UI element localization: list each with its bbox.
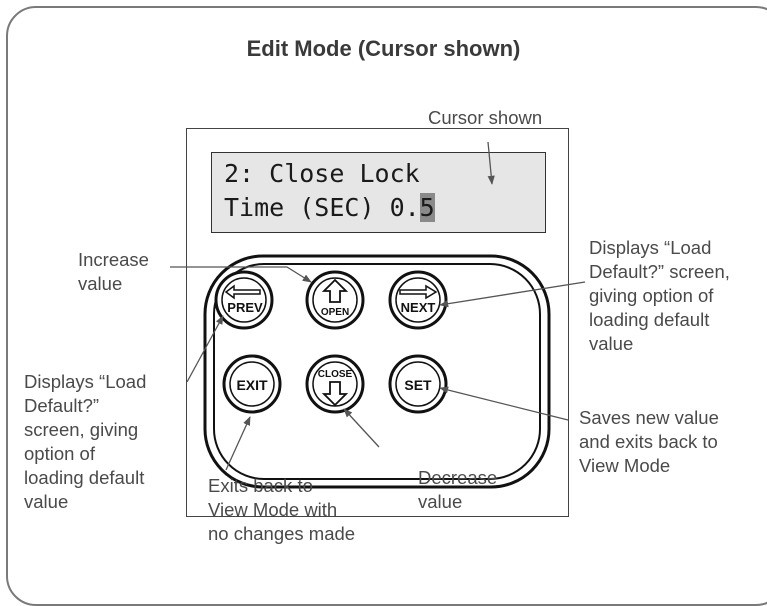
prev-button-label: PREV xyxy=(227,300,263,315)
increase-label: Increase value xyxy=(78,249,149,294)
prev-description: Displays “Load Default?” screen, giving … xyxy=(24,371,147,512)
diagram-title: Edit Mode (Cursor shown) xyxy=(246,36,521,61)
lcd-line-2-text: Time (SEC) 0. xyxy=(224,193,420,222)
decrease-label: Decrease value xyxy=(418,467,498,512)
next-button-label: NEXT xyxy=(401,300,436,315)
exit-button-label: EXIT xyxy=(236,377,268,393)
left-arrow-icon xyxy=(224,284,261,300)
set-button-label: SET xyxy=(404,377,432,393)
increase-pointer-line xyxy=(170,266,312,283)
lcd-line-1: 2: Close Lock xyxy=(224,159,420,188)
exit-pointer-line xyxy=(225,416,251,471)
next-button[interactable]: NEXT xyxy=(388,270,448,330)
prev-button[interactable]: PREV xyxy=(214,270,274,330)
set-button[interactable]: SET xyxy=(388,354,448,414)
right-arrow-icon xyxy=(399,284,438,300)
keypad-outline xyxy=(203,254,551,489)
close-button-label: CLOSE xyxy=(318,369,353,380)
open-button[interactable]: OPEN xyxy=(305,270,365,330)
open-button-label: OPEN xyxy=(321,307,349,318)
keypad-inner-outline xyxy=(213,263,541,480)
set-pointer-line xyxy=(439,386,569,421)
up-arrow-icon xyxy=(321,278,349,303)
exit-description: Exits back to View Mode with no changes … xyxy=(208,475,356,544)
next-pointer-line xyxy=(439,281,586,308)
keypad-diagram: PREV OPEN NEXT EXIT CLOSE SET xyxy=(170,141,586,489)
next-description: Displays “Load Default?” screen, giving … xyxy=(589,237,730,354)
prev-pointer-line xyxy=(186,315,224,383)
exit-button[interactable]: EXIT xyxy=(222,354,282,414)
cursor-shown-label: Cursor shown xyxy=(428,107,543,128)
lcd-display: 2: Close Lock Time (SEC) 0.5 xyxy=(211,152,546,233)
cursor-pointer-line xyxy=(487,141,495,185)
close-pointer-line xyxy=(343,408,380,448)
close-button[interactable]: CLOSE xyxy=(305,354,365,414)
lcd-cursor: 5 xyxy=(419,193,435,222)
down-arrow-icon xyxy=(321,381,349,407)
lcd-line-2: Time (SEC) 0.5 xyxy=(224,193,435,222)
set-description: Saves new value and exits back to View M… xyxy=(579,407,719,476)
